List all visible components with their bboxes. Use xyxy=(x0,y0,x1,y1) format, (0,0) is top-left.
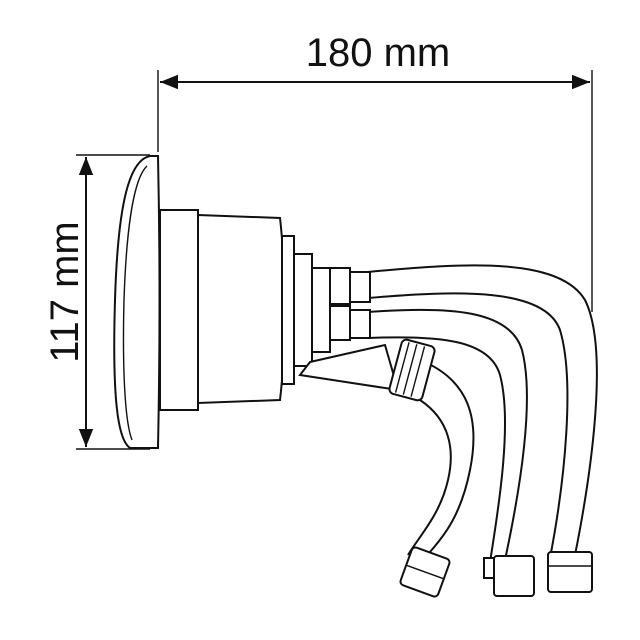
connectors xyxy=(298,267,436,402)
face-plate xyxy=(113,155,161,449)
height-dimension: 117 mm xyxy=(43,154,150,450)
hose-fittings xyxy=(399,546,593,598)
body xyxy=(159,209,331,411)
hoses xyxy=(367,264,598,563)
width-dimension: 180 mm xyxy=(157,31,593,312)
height-label: 117 mm xyxy=(43,221,87,363)
width-label: 180 mm xyxy=(306,31,451,75)
